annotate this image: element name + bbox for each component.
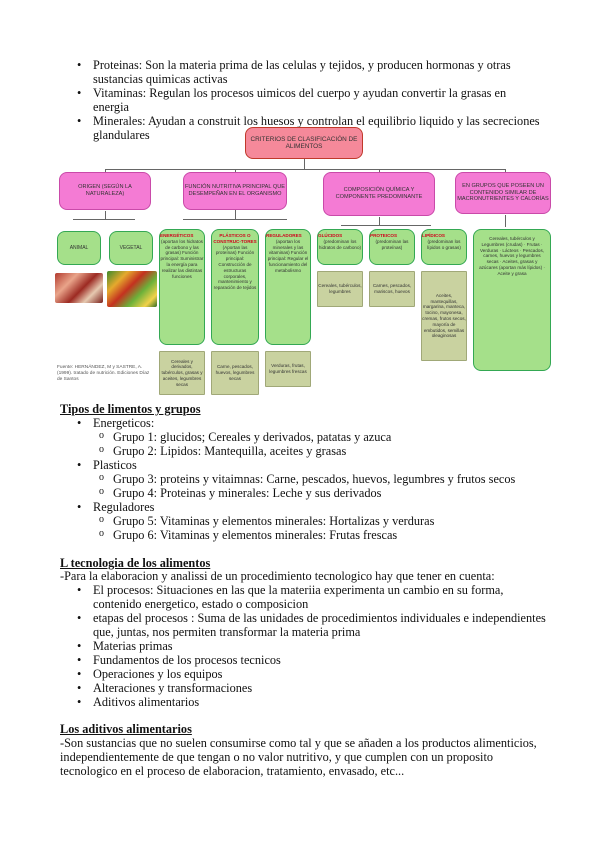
tec-item-fundamentos: Fundamentos de los procesos tecnicos: [0, 653, 550, 667]
tec-item-procesos: El procesos: Situaciones en las que la m…: [0, 583, 550, 611]
group-5: Grupo 5: Vitaminas y elementos minerales…: [0, 513, 560, 528]
category-plasticos: Plasticos: [0, 458, 560, 472]
bullet-proteinas: Proteinas: Son la materia prima de las c…: [0, 58, 540, 86]
origin-animal-box: ANIMAL: [57, 231, 101, 265]
origin-vegetal-box: VEGETAL: [109, 231, 153, 265]
vegetal-food-image: [107, 271, 157, 307]
tec-item-materias: Materias primas: [0, 639, 550, 653]
composition-glucidos-box: GLÚCIDOS (predominan los hidratos de car…: [317, 229, 363, 265]
tipos-heading: Tipos de limentos y grupos: [60, 402, 201, 416]
criterion-origen: ORIGEN (SEGÚN LA NATURALEZA): [59, 172, 151, 210]
tec-item-operaciones: Operaciones y los equipos: [0, 667, 550, 681]
classification-diagram: CRITERIOS DE CLASIFICACIÓN DE ALIMENTOS …: [55, 125, 555, 395]
group-2: Grupo 2: Lipidos: Mantequilla, aceites y…: [0, 443, 560, 458]
intro-bullet-list: Proteinas: Son la materia prima de las c…: [0, 58, 540, 142]
tecnologia-list: El procesos: Situaciones en las que la m…: [0, 583, 550, 709]
function-plasticos-box: PLÁSTICOS O CONSTRUC-TORES (Aportan las …: [211, 229, 259, 345]
criterion-composicion: COMPOSICIÓN QUÍMICA Y COMPONENTE PREDOMI…: [323, 172, 435, 216]
aditivos-text: -Son sustancias que no suelen consumirse…: [60, 736, 537, 778]
groups-box: Cereales, tubérculos y Legumbres (crudas…: [473, 229, 551, 371]
category-energeticos: Energeticos:: [0, 416, 560, 430]
function-example-plasticos: Carne, pescados, huevos, legumbres secas: [211, 351, 259, 395]
group-3: Grupo 3: proteins y vitaimnas: Carne, pe…: [0, 471, 560, 486]
composition-example-lipidicos: Aceites, mantequillas, margarina, mantec…: [421, 271, 467, 361]
composition-example-proteicos: Carnes, pescados, mariscos, huevos: [369, 271, 415, 307]
diagram-source-note: Fuente: HERNÁNDEZ, M y SASTRE, A. (1999)…: [57, 365, 150, 382]
animal-food-image: [55, 273, 103, 303]
tec-item-alteraciones: Alteraciones y transformaciones: [0, 681, 550, 695]
criterion-grupos: EN GRUPOS QUE POSEEN UN CONTENIDO SIMILA…: [455, 172, 551, 214]
tec-item-etapas: etapas del procesos : Suma de las unidad…: [0, 611, 550, 639]
bullet-vitaminas: Vitaminas: Regulan los procesos uimicos …: [0, 86, 540, 114]
function-example-reguladores: Verduras, frutas, legumbres frescas: [265, 351, 311, 387]
group-6: Grupo 6: Vitaminas y elementos minerales…: [0, 527, 560, 542]
function-energeticos-box: ENERGÉTICOS (aportan los hidratos de car…: [159, 229, 205, 345]
group-1: Grupo 1: glucidos; Cereales y derivados,…: [0, 429, 560, 444]
aditivos-heading: Los aditivos alimentarios: [60, 722, 192, 736]
composition-lipidicos-box: LIPÍDICOS (predominan los lípidos o gras…: [421, 229, 467, 265]
function-example-energeticos: Cereales y derivados, tubérculos, grasas…: [159, 351, 205, 395]
tecnologia-intro: -Para la elaboracion y analissi de un pr…: [60, 569, 495, 583]
tec-item-aditivos: Aditivos alimentarios: [0, 695, 550, 709]
tipos-list: Energeticos: Grupo 1: glucidos; Cereales…: [0, 416, 560, 542]
category-reguladores: Reguladores: [0, 500, 560, 514]
bullet-minerales: Minerales: Ayudan a construit los huesos…: [0, 114, 540, 142]
criterion-funcion: FUNCIÓN NUTRITIVA PRINCIPAL QUE DESEMPEÑ…: [183, 172, 287, 210]
function-reguladores-box: REGULADORES (aportan los minerales y las…: [265, 229, 311, 345]
composition-example-glucidos: Cereales, tubérculos, legumbres: [317, 271, 363, 307]
group-4: Grupo 4: Proteinas y minerales: Leche y …: [0, 485, 560, 500]
tecnologia-heading: L tecnologia de los alimentos: [60, 556, 211, 570]
diagram-title-box: CRITERIOS DE CLASIFICACIÓN DE ALIMENTOS: [245, 127, 363, 159]
composition-proteicos-box: PROTEICOS (predominan las proteínas): [369, 229, 415, 265]
